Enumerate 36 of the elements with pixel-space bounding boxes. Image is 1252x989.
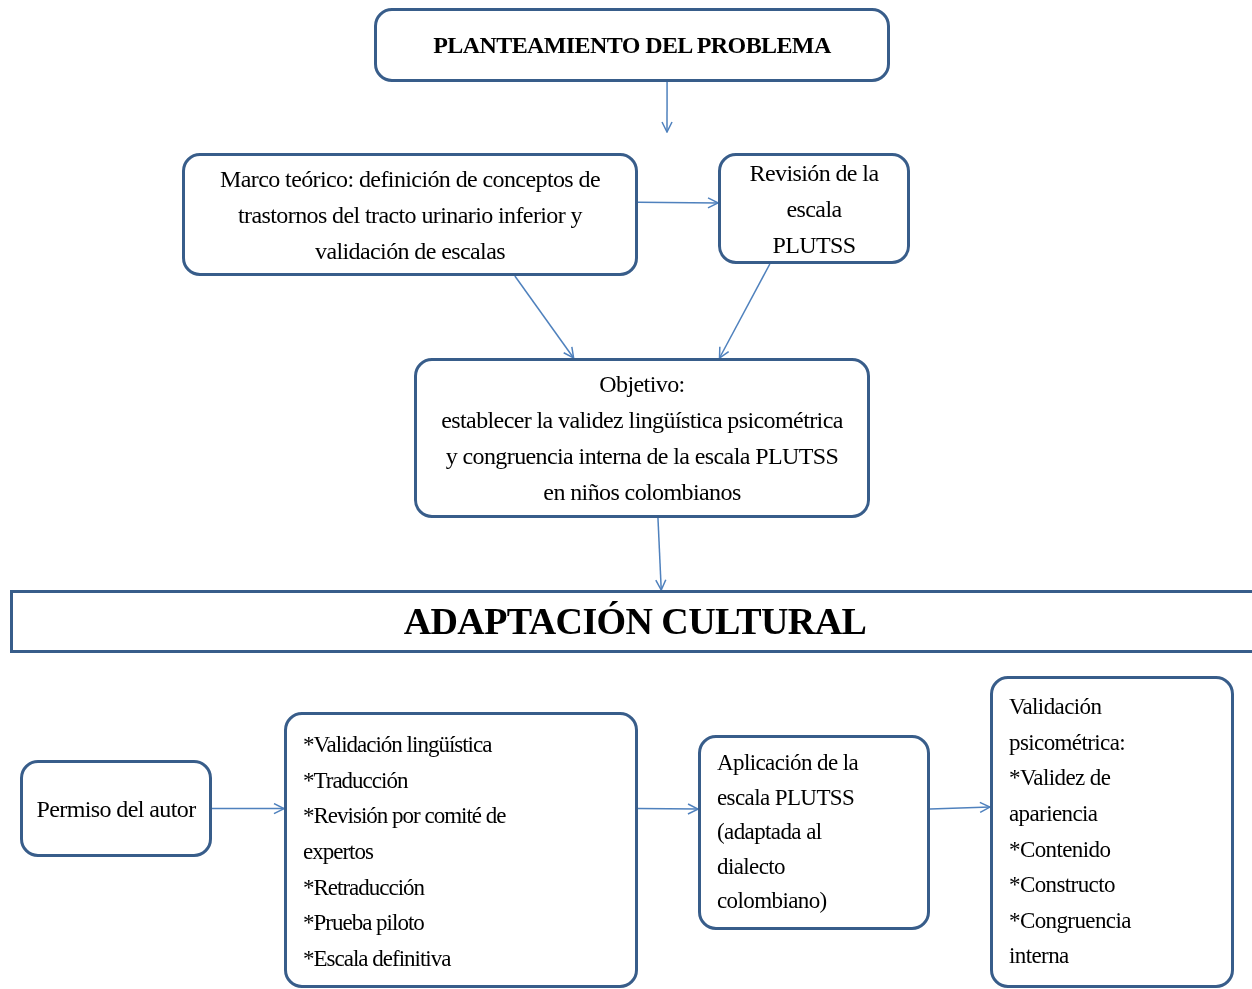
- box-text: *Traducción: [303, 766, 408, 795]
- objective-box: [414, 358, 870, 518]
- box-text: Permiso del autor: [36, 794, 196, 824]
- process-box: [284, 712, 638, 988]
- box-text: Revisión de la escala PLUTSS: [748, 158, 880, 260]
- arrow: [929, 801, 991, 814]
- arrow: [661, 81, 673, 133]
- arrow: [211, 802, 285, 815]
- process-box: [990, 676, 1234, 988]
- process-box: [20, 760, 212, 857]
- box-text: *Retraducción: [303, 873, 425, 902]
- arrow: [514, 275, 575, 359]
- process-box: [718, 153, 910, 264]
- heading: ADAPTACIÓN CULTURAL: [403, 599, 867, 644]
- box-text: *Constructo: [1009, 871, 1115, 900]
- box-text: Aplicación de la escala PLUTSS (adaptada al dialecto colombiano): [717, 749, 860, 916]
- heading: PLANTEAMIENTO DEL PROBLEMA: [433, 31, 831, 60]
- heading-text: Validación psicométrica:: [1009, 693, 1127, 757]
- box-text: *Escala definitiva: [303, 944, 451, 973]
- box-text: *Congruencia interna: [1009, 906, 1132, 971]
- section-banner: [10, 590, 1252, 653]
- arrow: [718, 263, 771, 359]
- arrow: [655, 517, 667, 591]
- heading-text: *Validación lingüística: [303, 731, 492, 759]
- box-text: Marco teórico: definición de conceptos de trastornos del tracto urinario inferior y validación de escalas: [219, 164, 601, 266]
- heading-text: Objetivo:: [599, 370, 685, 399]
- box-text: *Prueba piloto: [303, 909, 424, 938]
- box-text: *Revisión por comité de expertos: [303, 802, 507, 866]
- arrow: [637, 197, 719, 209]
- process-box: [698, 735, 930, 930]
- process-box: [182, 153, 638, 276]
- box-text: *Contenido: [1009, 835, 1111, 864]
- arrow: [637, 803, 699, 815]
- title-box: [374, 8, 890, 82]
- box-text: establecer la validez lingüística psicométrica y congruencia interna de la escala PLUTSS en niños colombianos: [440, 406, 844, 507]
- box-text: *Validez de apariencia: [1009, 764, 1112, 828]
